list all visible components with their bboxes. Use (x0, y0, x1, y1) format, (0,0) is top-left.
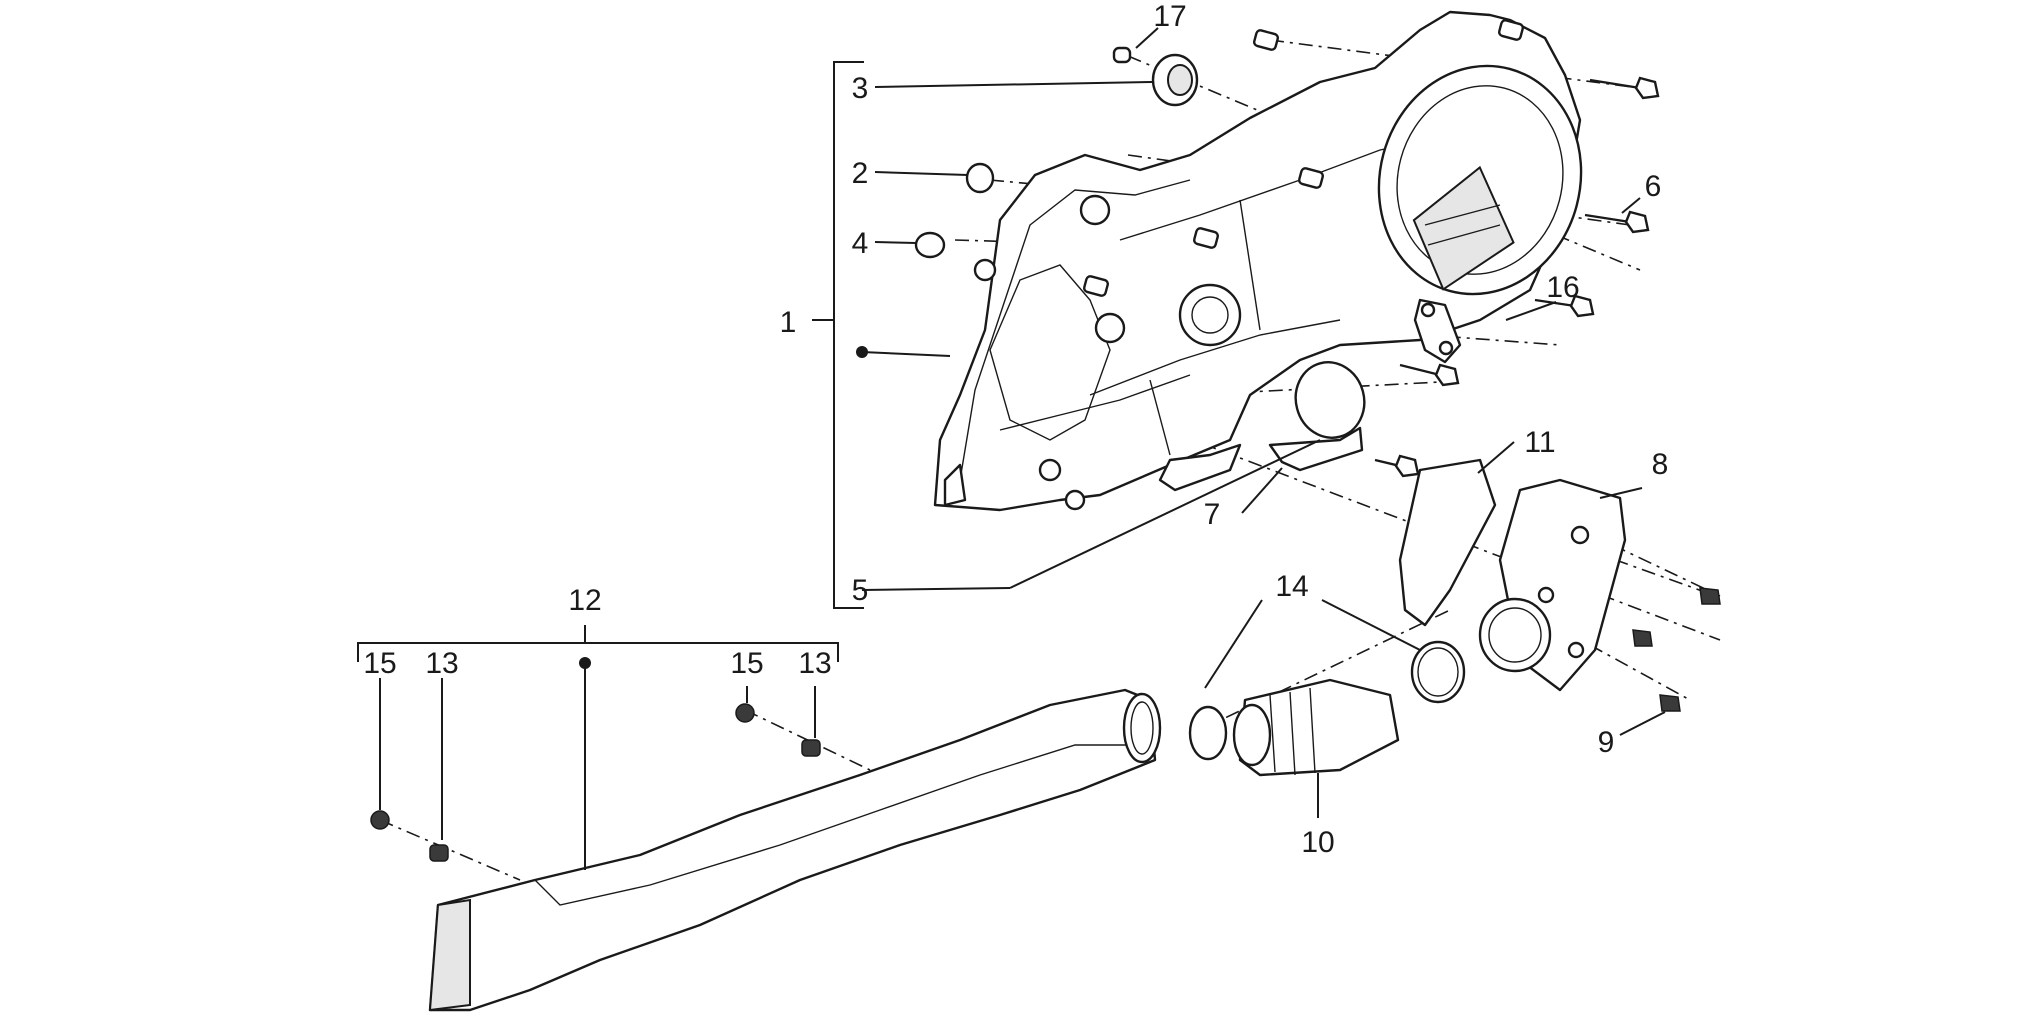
callout-17: 17 (1153, 0, 1186, 33)
small-parts (914, 46, 1462, 472)
callout-2: 2 (852, 157, 869, 190)
callout-9: 9 (1598, 726, 1615, 759)
transmission-cover (933, 10, 1583, 512)
group-dot-12 (579, 657, 591, 669)
callout-10: 10 (1301, 826, 1334, 859)
callout-6: 6 (1645, 170, 1662, 203)
group-brackets (357, 61, 864, 662)
callout-13-left: 13 (425, 647, 458, 680)
callout-13-right: 13 (798, 647, 831, 680)
callout-11: 11 (1524, 426, 1555, 459)
callout-4: 4 (852, 227, 869, 260)
callout-16: 16 (1546, 271, 1579, 304)
callout-3: 3 (852, 72, 869, 105)
callout-5: 5 (852, 574, 869, 607)
filter-and-housing (1398, 458, 1721, 712)
intake-rings-and-boot (1188, 640, 1466, 777)
callout-12: 12 (568, 584, 601, 617)
duct-fasteners (370, 703, 821, 862)
callout-labels: 1 2 3 4 5 6 7 8 9 10 11 12 13 13 14 15 1… (363, 0, 1668, 859)
group-dot-1 (856, 346, 868, 358)
callout-15-left: 15 (363, 647, 396, 680)
callout-1: 1 (780, 306, 797, 339)
callout-7: 7 (1204, 498, 1221, 531)
callout-8: 8 (1652, 448, 1669, 481)
callout-15-right: 15 (730, 647, 763, 680)
cover-bolts (1083, 19, 1660, 478)
callout-14: 14 (1275, 570, 1308, 603)
leader-lines (379, 27, 1666, 870)
intake-duct (428, 688, 1162, 1012)
